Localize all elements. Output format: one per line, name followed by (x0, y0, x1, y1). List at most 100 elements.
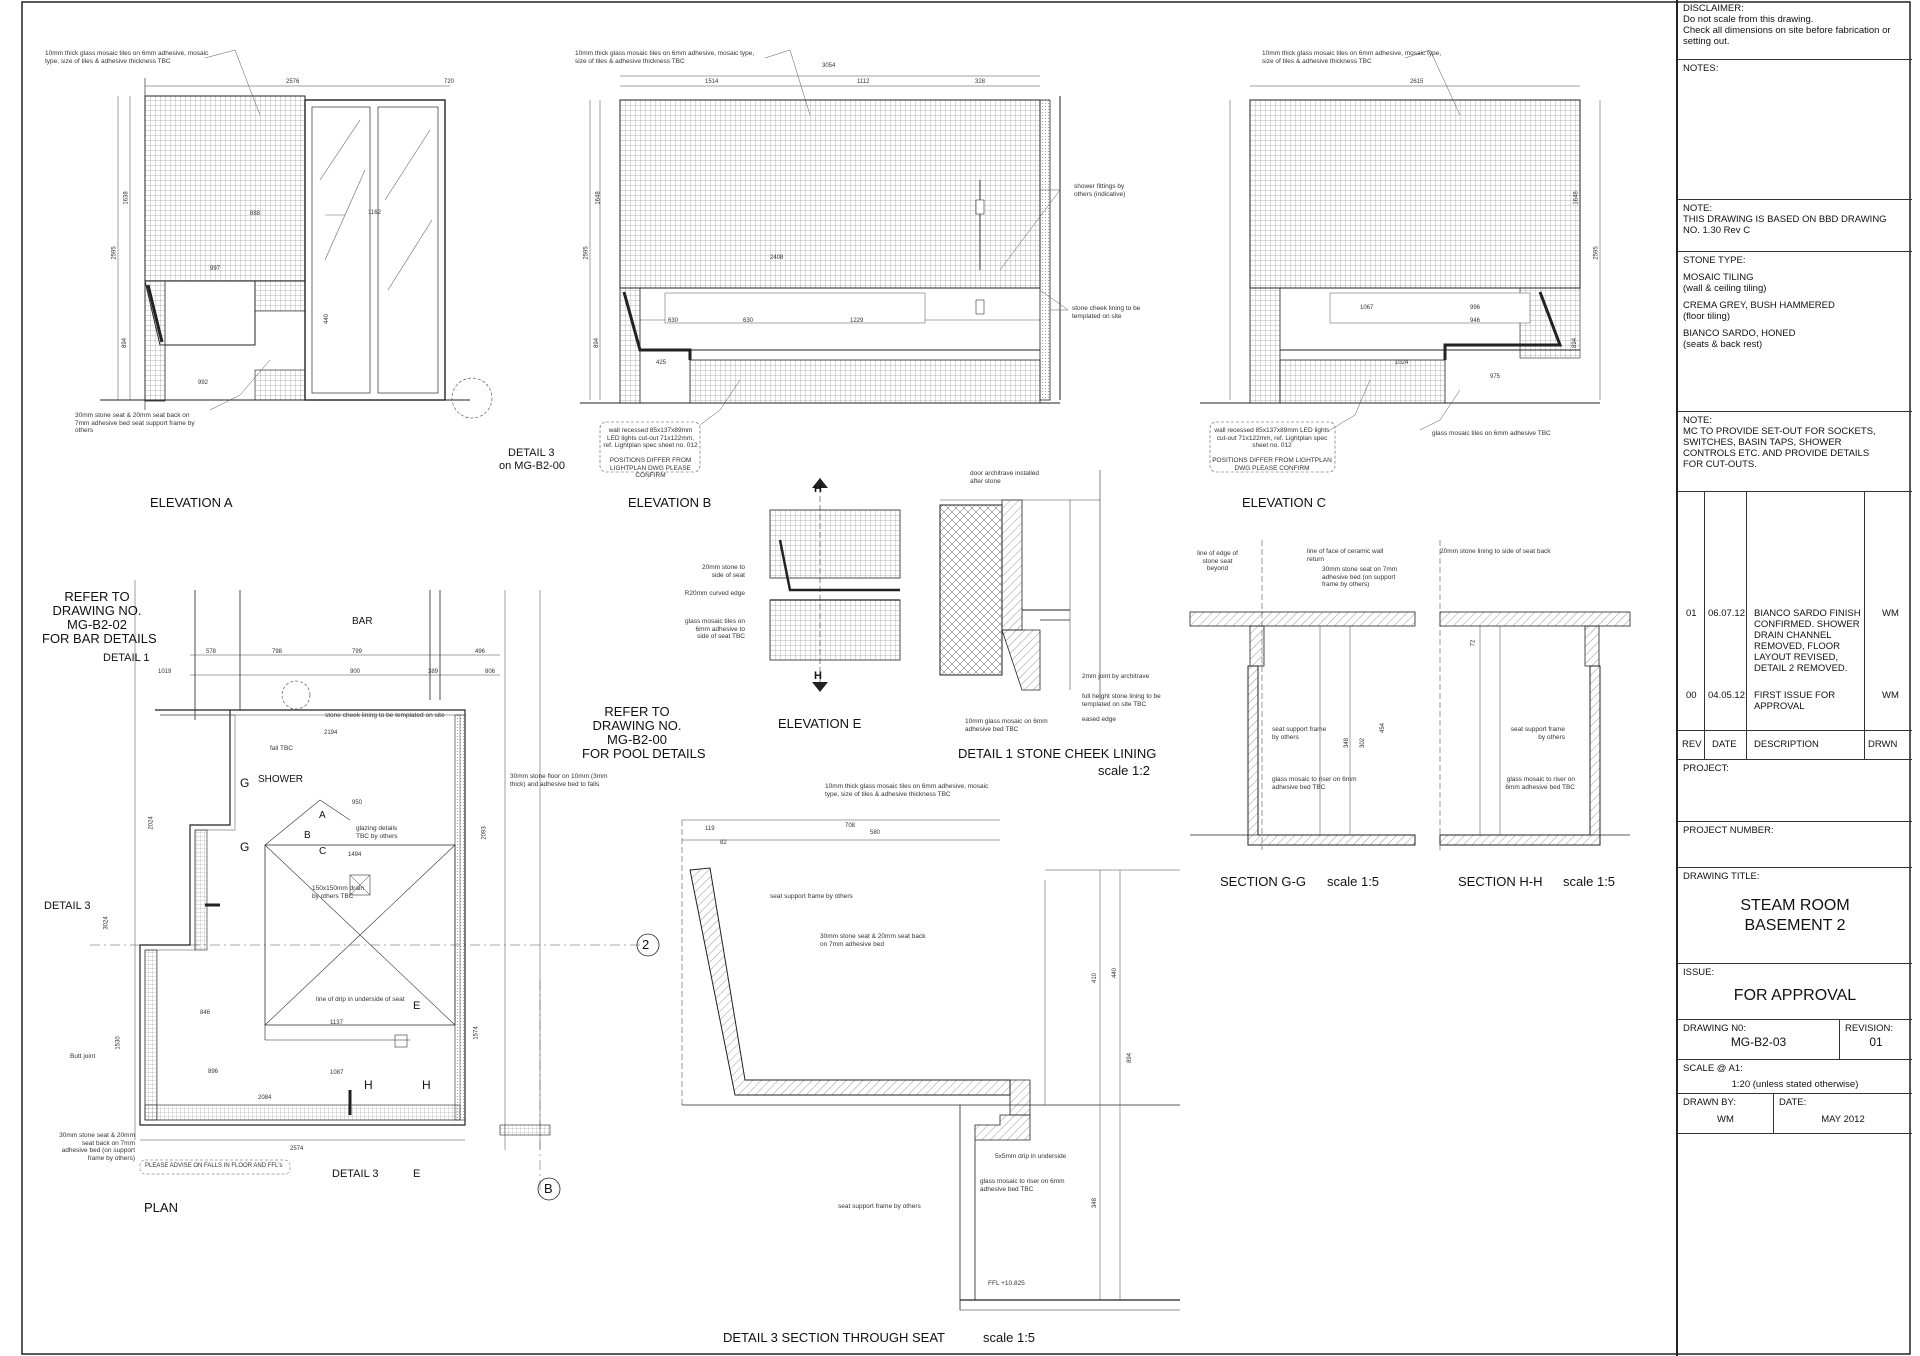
note-floor-stone: 30mm stone floor on 10mm (3mm thick) and… (510, 773, 608, 788)
grid-2-label: 2 (642, 937, 650, 952)
detail-3-drawing (681, 819, 1180, 1311)
dim-label: 410 (1092, 972, 1099, 984)
note-cheek-lining: stone cheek lining to be templated on si… (1072, 305, 1141, 320)
plan-drawing (90, 580, 660, 1201)
note1-box: NOTE: THIS DRAWING IS BASED ON BBD DRAWI… (1678, 200, 1912, 252)
dim-label: 72 (1470, 639, 1477, 647)
note2-title: NOTE: (1683, 415, 1713, 426)
notes-title: NOTES: (1683, 63, 1719, 74)
rev-number: 01 (1686, 608, 1697, 619)
rev-desc: CONFIRMED. SHOWER (1754, 619, 1860, 630)
mark-c: C (319, 846, 327, 857)
refer-bar-line: REFER TO (64, 589, 130, 604)
stone-type-desc: (floor tiling) (1683, 311, 1730, 322)
note-mosaic-10mm: 10mm glass mosaic on 6mm adhesive bed TB… (965, 718, 1048, 733)
note-joint-architrave: 2mm joint by architrave (1082, 673, 1150, 680)
leader-lines (204, 49, 1461, 431)
notes-box: NOTES: (1678, 60, 1912, 200)
detail3-plan-callout-bottom: DETAIL 3 (332, 1168, 379, 1180)
note1-line: NO. 1.30 Rev C (1683, 225, 1751, 236)
revision-label: REVISION: (1845, 1023, 1894, 1034)
shower-label: SHOWER (258, 774, 303, 785)
section-gg-scale: scale 1:5 (1327, 874, 1380, 889)
section-g-marker: G (240, 840, 250, 854)
elevation-e-drawing (769, 478, 901, 692)
note-led-confirm-c: POSITIONS DIFFER FROM LIGHTPLAN DWG PLEA… (1212, 457, 1332, 472)
note-seat-frame-hh: seat support frame by others (1510, 726, 1565, 741)
section-h-marker: H (364, 1078, 373, 1092)
detail-3-scale: scale 1:5 (983, 1330, 1036, 1345)
description-header: DESCRIPTION (1754, 739, 1819, 750)
stone-type-name: MOSAIC TILING (1683, 272, 1754, 283)
note-plan-seat: 30mm stone seat & 20mm seat back on 7mm … (59, 1132, 135, 1162)
refer-bar-line: FOR BAR DETAILS (42, 631, 157, 646)
revision-table: 01 06.07.12 BIANCO SARDO FINISH CONFIRME… (1678, 492, 1912, 760)
dim-label: 1514 (705, 79, 719, 85)
dim-label: 1019 (158, 669, 172, 675)
dim-label: 894 (122, 337, 129, 349)
dim-label: 1024 (1395, 360, 1409, 366)
dim-label: 348 (1092, 1197, 1099, 1209)
note-seat-support: 30mm stone seat & 20mm seat back on 7mm … (75, 412, 195, 434)
dim-label: 950 (352, 800, 363, 806)
rev-number: 00 (1686, 690, 1697, 701)
section-g-marker: G (240, 776, 250, 790)
note-stone-side-seat: 20mm stone to side of seat (702, 564, 745, 579)
note-drip-det3: 5x5mm drip in underside (995, 1153, 1067, 1160)
note-seat-frame-gg: seat support frame by others (1272, 726, 1327, 741)
note-drain: 150x150mm drain by others TBC (312, 885, 365, 900)
project-number-box: PROJECT NUMBER: (1678, 822, 1912, 868)
dim-label: 3024 (103, 916, 110, 930)
dim-label: 894 (594, 337, 601, 349)
note-glass-riser-gg: glass mosaic to riser on 6mm adhesive be… (1272, 776, 1357, 791)
note-led-confirm-b: POSITIONS DIFFER FROM LIGHTPLAN DWG PLEA… (609, 457, 692, 479)
disclaimer-line: Check all dimensions on site before fabr… (1683, 25, 1891, 36)
note-drip-line: line of drip in underside of seat (316, 996, 405, 1003)
dim-label: 946 (1470, 318, 1481, 324)
dim-label: 799 (352, 649, 363, 655)
note2-line: MC TO PROVIDE SET-OUT FOR SOCKETS, (1683, 426, 1876, 437)
detail-1-title: DETAIL 1 STONE CHEEK LINING (958, 746, 1157, 761)
refer-pool-line: FOR POOL DETAILS (582, 746, 706, 761)
elevation-b-title: ELEVATION B (628, 495, 712, 510)
section-gg-title: SECTION G-G (1220, 874, 1306, 889)
note-door-architrave: door architrave installed after stone (970, 470, 1040, 485)
dim-label: 992 (198, 380, 209, 386)
revision-value: 01 (1869, 1035, 1883, 1049)
rev-date: 04.05.12 (1708, 690, 1745, 701)
project-number-label: PROJECT NUMBER: (1683, 825, 1774, 836)
section-hh-drawing (1439, 540, 1631, 850)
dim-label: 2595 (583, 246, 590, 260)
rev-desc: DRAIN CHANNEL (1754, 630, 1832, 641)
rev-desc: REMOVED, FLOOR (1754, 641, 1841, 652)
rev-header: REV (1682, 739, 1702, 750)
dim-label: 454 (1380, 722, 1387, 734)
dim-label: 720 (444, 79, 455, 85)
refer-bar-line: MG-B2-02 (67, 617, 127, 632)
stone-type-title: STONE TYPE: (1683, 255, 1746, 266)
dim-label: 997 (210, 266, 221, 272)
dim-label: 1137 (330, 1020, 343, 1026)
dim-label: 2595 (1593, 246, 1600, 260)
title-block: DISCLAIMER: Do not scale from this drawi… (1676, 0, 1912, 1356)
note-falls: PLEASE ADVISE ON FALLS IN FLOOR AND FFL'… (145, 1163, 283, 1169)
dim-label: 798 (272, 649, 283, 655)
dim-label: 1638 (123, 191, 130, 205)
dim-label: 2084 (258, 1095, 272, 1101)
note1-title: NOTE: (1683, 203, 1713, 214)
dim-label: 2194 (324, 730, 338, 736)
disclaimer-box: DISCLAIMER: Do not scale from this drawi… (1678, 0, 1912, 60)
note-mosaic-c: 10mm thick glass mosaic tiles on 6mm adh… (1262, 50, 1442, 65)
elevation-e-title: ELEVATION E (778, 716, 862, 731)
dim-label: 82 (720, 840, 727, 846)
note-line-edge-seat: line of edge of stone seat beyond (1197, 550, 1238, 572)
scale-value: 1:20 (unless stated otherwise) (1731, 1079, 1859, 1090)
dim-label: 1162 (368, 210, 381, 216)
drawing-no-label: DRAWING N0: (1683, 1023, 1746, 1034)
dim-label: 1574 (473, 1026, 480, 1040)
section-e-marker: E (413, 1000, 421, 1012)
dim-label: 1112 (857, 79, 870, 85)
dim-label: 3054 (822, 63, 836, 69)
note1-line: THIS DRAWING IS BASED ON BBD DRAWING (1683, 214, 1887, 225)
